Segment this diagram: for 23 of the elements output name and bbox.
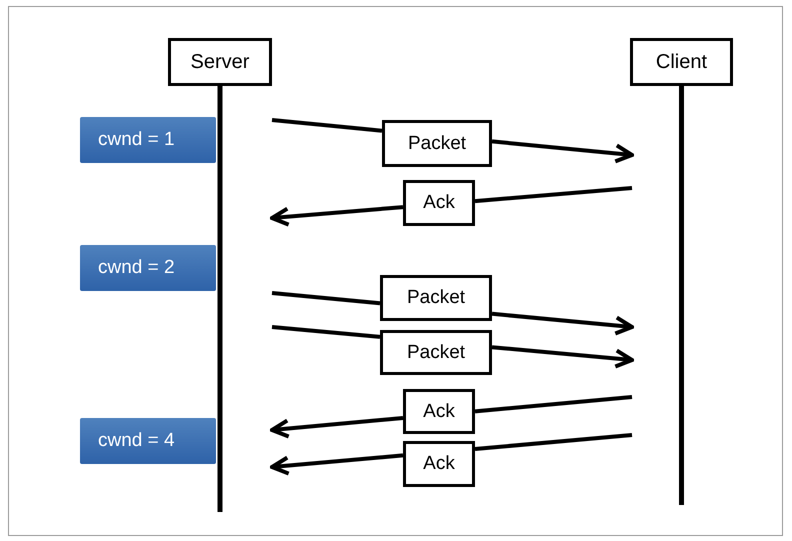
message-box: Ack [403, 180, 475, 226]
message-box: Packet [380, 330, 492, 375]
cwnd-box: cwnd = 4 [80, 418, 216, 464]
line [474, 395, 632, 414]
message-box: Packet [380, 275, 492, 321]
cwnd-box: cwnd = 2 [80, 245, 216, 291]
arrow [492, 345, 634, 368]
arrow [492, 139, 634, 164]
line [272, 291, 380, 306]
arrow [270, 205, 404, 227]
line [272, 325, 380, 339]
message-box: Ack [403, 441, 475, 487]
line [272, 118, 382, 133]
line [474, 186, 632, 204]
line [474, 433, 632, 451]
message-box: Ack [403, 389, 475, 434]
participant-box: Client [630, 38, 733, 86]
participant-box: Server [168, 38, 272, 86]
arrow [270, 453, 404, 476]
arrow [492, 312, 634, 336]
arrow [270, 416, 404, 438]
cwnd-box: cwnd = 1 [80, 117, 216, 163]
message-box: Packet [382, 120, 492, 167]
